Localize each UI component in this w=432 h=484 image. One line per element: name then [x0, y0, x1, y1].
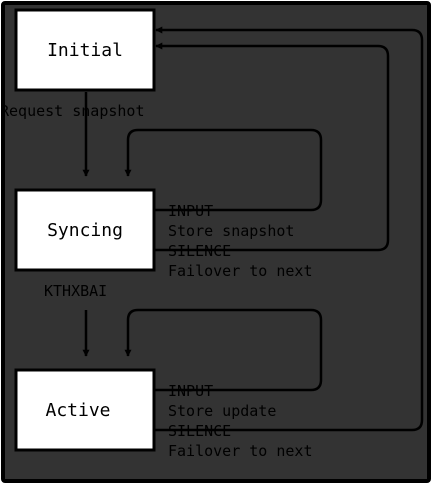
state-syncing-label: Syncing [47, 220, 123, 241]
edge-syncing-silence-to-initial [154, 42, 390, 252]
state-syncing-box [14, 188, 156, 272]
edge-label-syncing-silence: SILENCE [168, 242, 231, 260]
edge-label-active-failover: Failover to next [168, 442, 313, 460]
state-active-box [14, 368, 156, 452]
edge-label-active-silence: SILENCE [168, 422, 231, 440]
edge-label-active-input: INPUT [168, 382, 213, 400]
edge-label-store-update: Store update [168, 402, 276, 420]
edge-label-kthxbai: KTHXBAI [44, 282, 107, 300]
edge-label-syncing-input: INPUT [168, 202, 213, 220]
edge-label-store-snapshot: Store snapshot [168, 222, 294, 240]
state-active-label: Active [45, 400, 110, 421]
edge-label-syncing-failover: Failover to next [168, 262, 313, 280]
edge-syncing-input-loop [124, 128, 323, 212]
state-initial-box [14, 8, 156, 92]
edge-active-input-loop [124, 308, 323, 392]
state-initial-label: Initial [47, 40, 123, 61]
edge-active-silence-to-initial [154, 26, 424, 432]
edge-label-request-snapshot: Request snapshot [0, 102, 145, 120]
